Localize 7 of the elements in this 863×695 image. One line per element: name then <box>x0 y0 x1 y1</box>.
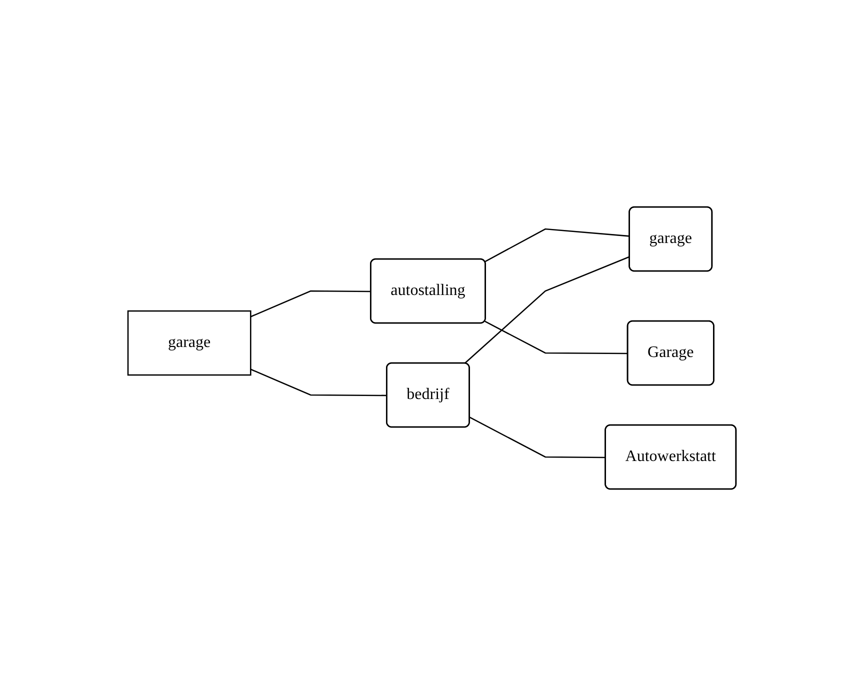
connector <box>469 416 606 458</box>
connector <box>250 290 371 317</box>
connector <box>484 320 628 354</box>
connector <box>484 228 630 262</box>
connector <box>250 368 387 396</box>
node-box: garage <box>126 310 251 376</box>
connector <box>464 256 630 364</box>
